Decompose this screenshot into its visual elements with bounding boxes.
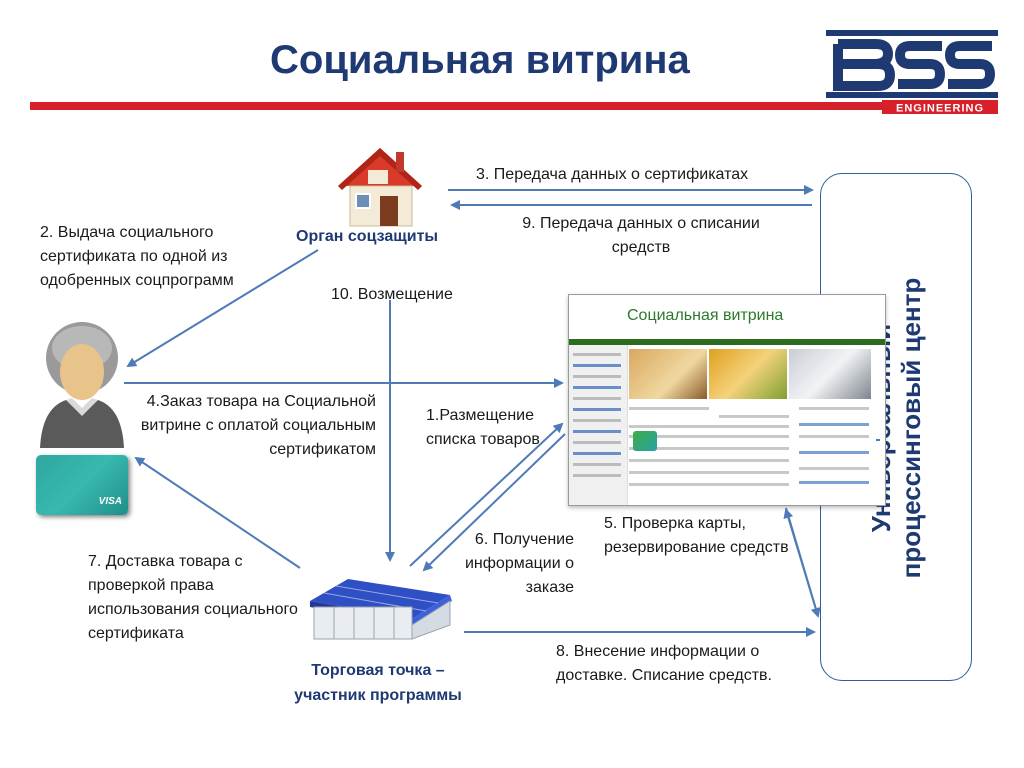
step-1-label: 1.Размещение списка товаров	[426, 407, 540, 448]
step-7-label: 7. Доставка товара с проверкой права исп…	[88, 553, 298, 642]
title-underline	[30, 102, 998, 110]
card-brand: VISA	[98, 496, 122, 507]
step-8-label: 8. Внесение информации о доставке. Списа…	[556, 643, 772, 684]
arrow-1	[409, 422, 564, 567]
step-10-label: 10. Возмещение	[331, 286, 453, 303]
arrow-6	[422, 433, 566, 572]
website-sidebar	[569, 345, 628, 505]
arrow-7	[134, 456, 301, 569]
website-screenshot: Социальная витрина	[568, 294, 886, 506]
pavilion-icon	[310, 579, 452, 640]
website-title: Социальная витрина	[627, 307, 784, 324]
arrow-5-back	[783, 508, 819, 617]
step-6-label: 6. Получение информации о заказе	[464, 531, 574, 596]
step-2-label: 2. Выдача социального сертификата по одн…	[40, 224, 234, 289]
house-icon	[338, 148, 422, 227]
logo-subtitle: ENGINEERING	[896, 103, 984, 115]
page-title: Социальная витрина	[270, 38, 690, 82]
social-agency-label: Орган соцзащиты	[296, 228, 439, 245]
step-5-label: 5. Проверка карты, резервирование средст…	[604, 515, 789, 556]
shop-label: Торговая точка – участник программы	[294, 662, 462, 704]
step-9-label: 9. Передача данных о списании средств	[522, 215, 760, 256]
arrow-2	[126, 249, 319, 368]
social-card-image: VISA	[36, 455, 128, 515]
step-3-label: 3. Передача данных о сертификатах	[476, 166, 749, 183]
bss-logo: ENGINEERING	[826, 30, 998, 114]
person-icon	[40, 322, 124, 448]
step-4-label: 4.Заказ товара на Социальной витрине с о…	[140, 393, 376, 458]
